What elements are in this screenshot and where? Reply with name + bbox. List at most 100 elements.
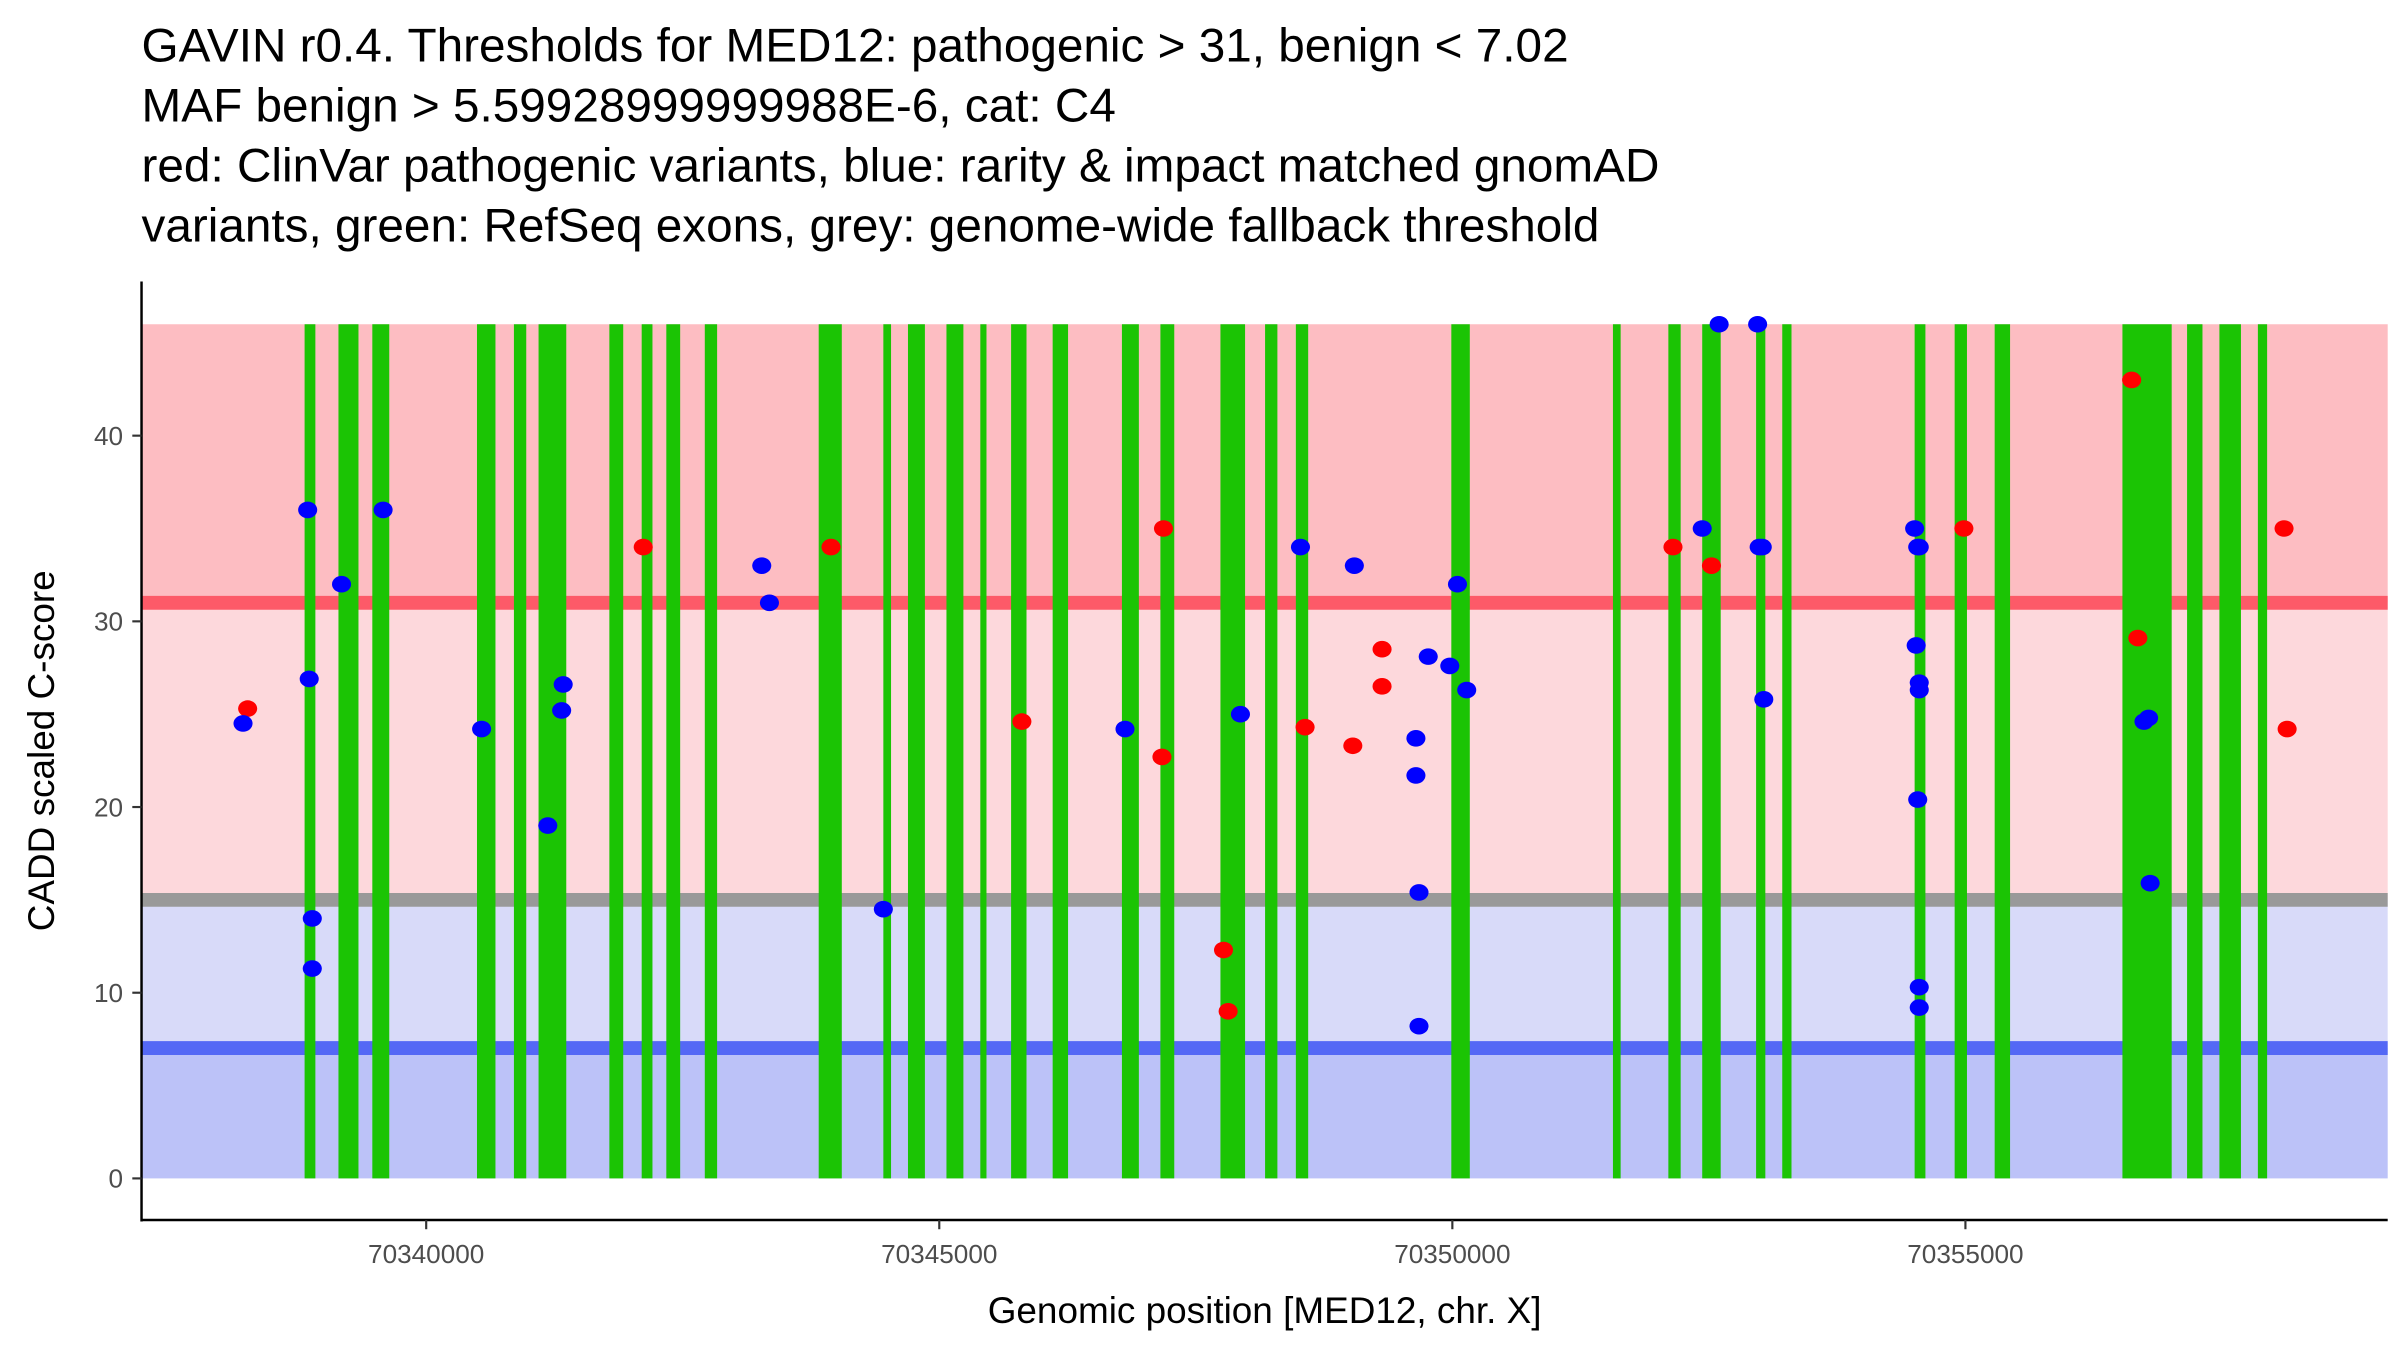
clinvar-point xyxy=(821,538,841,556)
exon-bar xyxy=(1668,324,1681,1179)
exon-bar xyxy=(1265,324,1278,1179)
gnomad-point xyxy=(553,676,573,693)
exon-bar xyxy=(1451,324,1470,1179)
gnomad-point xyxy=(1406,767,1426,784)
exon-bar xyxy=(2219,324,2241,1179)
clinvar-point xyxy=(2122,371,2142,389)
gnomad-point xyxy=(1447,575,1468,593)
gnomad-point xyxy=(302,960,322,977)
exon-bar xyxy=(1756,324,1766,1179)
exon-bar xyxy=(338,324,359,1179)
gnomad-point xyxy=(233,715,253,732)
gnomad-point xyxy=(298,501,318,519)
exon-bar xyxy=(1011,324,1027,1179)
gnomad-point xyxy=(1752,538,1772,556)
clinvar-point xyxy=(238,700,258,717)
gnomad-point xyxy=(472,720,492,738)
y-tick-label: 40 xyxy=(94,421,123,451)
exon-bars xyxy=(304,324,2268,1179)
clinvar-point xyxy=(633,538,653,556)
exon-bar xyxy=(513,324,527,1179)
gnomad-point xyxy=(1290,538,1311,556)
gnomad-point xyxy=(373,501,393,519)
exon-bar xyxy=(372,324,390,1179)
clinvar-point xyxy=(1213,941,1234,959)
gnomad-point xyxy=(1906,637,1926,654)
exon-bar xyxy=(641,324,653,1179)
threshold-bands xyxy=(141,324,2388,1179)
exon-bar xyxy=(476,324,496,1179)
y-tick-label: 0 xyxy=(109,1164,124,1194)
clinvar-point xyxy=(2274,520,2294,537)
gnomad-point xyxy=(1440,657,1460,675)
exon-bar xyxy=(1782,324,1792,1179)
exon-bar xyxy=(1295,324,1309,1179)
gnomad-point xyxy=(1418,648,1438,665)
clinvar-point xyxy=(1295,718,1315,736)
chart-title: GAVIN r0.4. Thresholds for MED12: pathog… xyxy=(142,20,1660,253)
exon-bar xyxy=(1612,324,1621,1179)
clinvar-point xyxy=(1153,520,1174,537)
x-tick-label: 70345000 xyxy=(881,1239,997,1269)
exon-bar xyxy=(704,324,718,1179)
gnomad-point xyxy=(1692,520,1712,537)
gnomad-point xyxy=(2139,709,2159,727)
exon-bar xyxy=(1954,324,1967,1179)
exon-bar xyxy=(1914,324,1926,1179)
gnomad-point xyxy=(1709,315,1729,333)
exon-bar xyxy=(1052,324,1069,1179)
exon-bar xyxy=(2122,324,2172,1179)
gnomad-point xyxy=(1409,884,1429,901)
gnomad-point xyxy=(1230,705,1250,723)
x-axis-ticks: 70340000 70345000 70350000 70355000 xyxy=(368,1220,2024,1269)
exon-bar xyxy=(666,324,681,1179)
gnomad-point xyxy=(302,910,322,927)
gnomad-point xyxy=(538,817,558,834)
title-line-4: variants, green: RefSeq exons, grey: gen… xyxy=(142,200,1600,253)
exon-bar xyxy=(2187,324,2203,1179)
exon-bar xyxy=(1220,324,1246,1179)
clinvar-point xyxy=(1954,520,1974,537)
gnomad-point xyxy=(1344,557,1364,574)
clinvar-point xyxy=(1218,1002,1238,1020)
exon-bar xyxy=(818,324,842,1179)
exon-bar xyxy=(609,324,624,1179)
exon-bar xyxy=(980,324,987,1179)
gnomad-point xyxy=(1908,791,1928,808)
y-tick-label: 30 xyxy=(94,607,123,637)
gnomad-point xyxy=(1115,720,1135,738)
gnomad-point xyxy=(1406,730,1426,747)
x-tick-label: 70350000 xyxy=(1394,1239,1510,1269)
exon-bar xyxy=(946,324,964,1179)
y-tick-label: 10 xyxy=(94,978,123,1008)
gnomad-point xyxy=(331,575,352,593)
clinvar-point xyxy=(1343,737,1363,755)
exon-bar xyxy=(1994,324,2011,1179)
gnomad-point xyxy=(1754,691,1774,708)
gnomad-point xyxy=(1909,978,1929,996)
title-line-2: MAF benign > 5.59928999999988E-6, cat: C… xyxy=(142,80,1116,133)
gnomad-point xyxy=(752,557,772,574)
exon-bar xyxy=(2257,324,2268,1179)
title-line-3: red: ClinVar pathogenic variants, blue: … xyxy=(142,140,1660,193)
gnomad-point xyxy=(2140,874,2160,892)
gnomad-point xyxy=(759,594,779,612)
exon-bar xyxy=(907,324,925,1179)
clinvar-point xyxy=(1663,538,1683,556)
gnomad-point xyxy=(1409,1017,1429,1035)
gnomad-point xyxy=(1909,999,1929,1016)
exon-bar xyxy=(1702,324,1721,1179)
y-tick-label: 20 xyxy=(94,792,123,822)
exon-bar xyxy=(1121,324,1139,1179)
clinvar-point xyxy=(2128,629,2148,647)
gnomad-point xyxy=(1909,681,1929,699)
exon-bar xyxy=(304,324,316,1179)
clinvar-point xyxy=(1152,748,1172,766)
y-axis-ticks: 0 10 20 30 40 xyxy=(94,421,142,1194)
x-tick-label: 70355000 xyxy=(1907,1239,2023,1269)
gnomad-point xyxy=(552,702,572,719)
gnomad-point xyxy=(873,900,893,918)
x-tick-label: 70340000 xyxy=(368,1239,484,1269)
clinvar-point xyxy=(1372,678,1392,695)
